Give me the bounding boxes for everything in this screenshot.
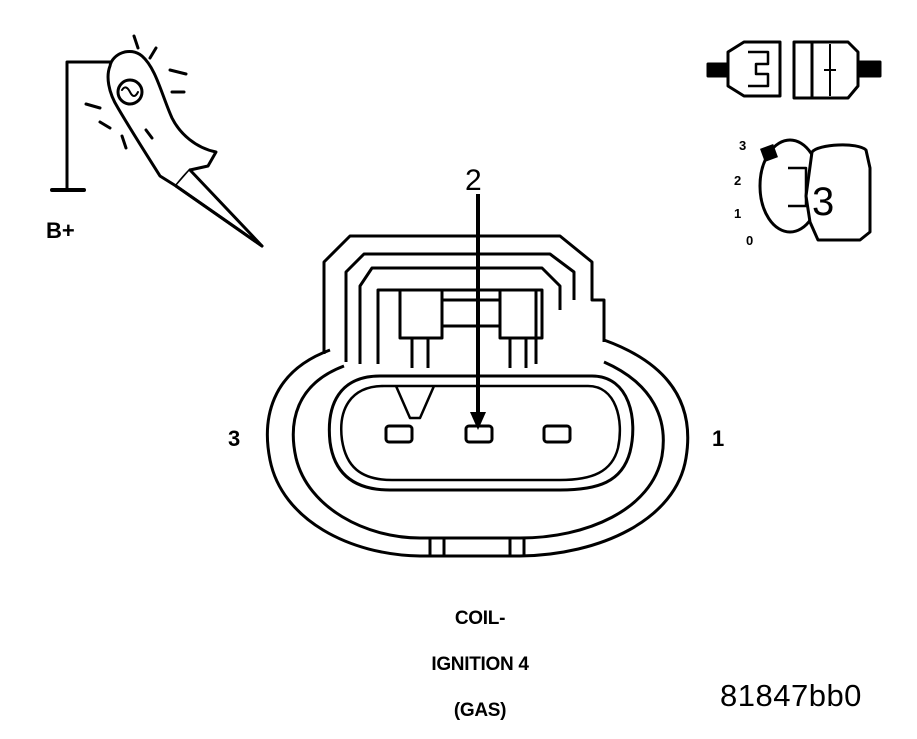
terminal-3 [384, 424, 414, 444]
switch-position-0: 0 [746, 233, 753, 248]
caption-line-1: COIL- [454, 608, 506, 629]
figure-id: 81847bb0 [720, 678, 862, 713]
key-position-number: 3 [812, 180, 834, 224]
switch-position-1: 1 [734, 206, 741, 221]
right-pin-label: 1 [712, 426, 724, 451]
terminal-1 [542, 424, 572, 444]
caption-line-2: IGNITION 4 [431, 654, 529, 675]
test-light-probe-icon [50, 34, 264, 248]
terminal-2 [464, 424, 494, 444]
ignition-key-icon [758, 138, 872, 242]
connector-icon [706, 40, 882, 100]
pin-marker-label: 2 [465, 164, 482, 197]
switch-position-3: 3 [739, 138, 746, 153]
caption-line-3: (GAS) [453, 700, 507, 721]
pin-pointer-arrow [470, 194, 486, 430]
left-pin-label: 3 [228, 426, 240, 451]
supply-label: B+ [46, 218, 75, 243]
connector-face [265, 234, 690, 558]
switch-position-2: 2 [734, 173, 741, 188]
